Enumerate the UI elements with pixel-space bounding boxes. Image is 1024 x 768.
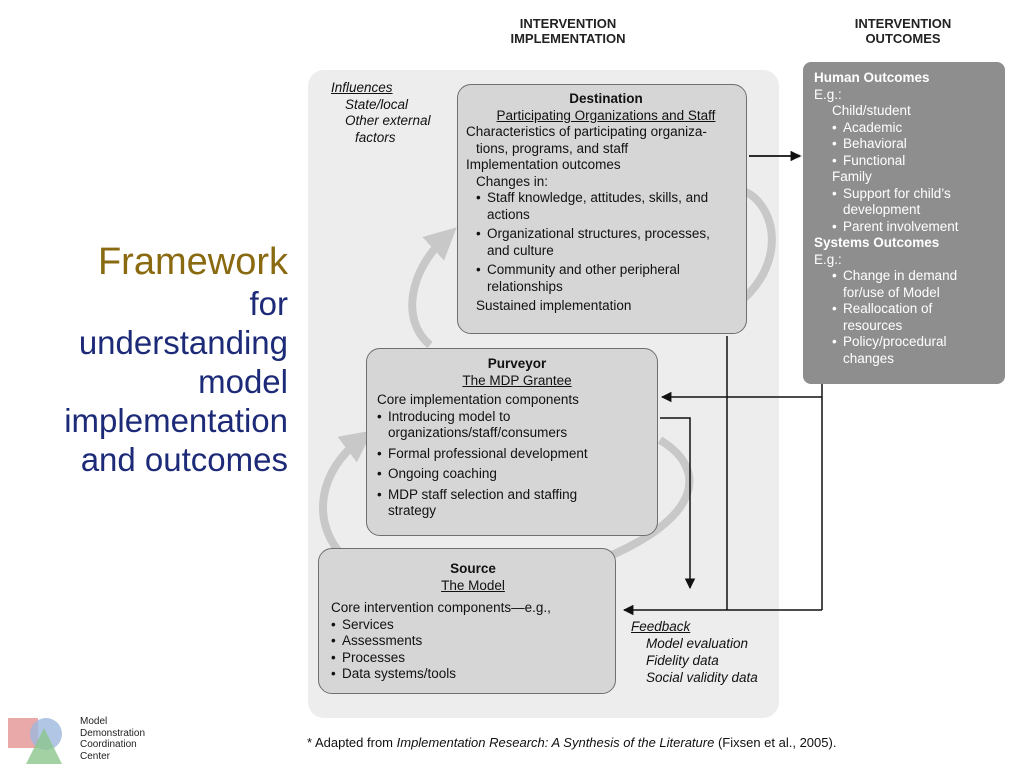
title-sub-4: implementation xyxy=(64,402,288,439)
source-bullet: •Processes xyxy=(331,649,406,665)
eg-label: E.g.: xyxy=(814,251,842,267)
implementation-header: INTERVENTION IMPLEMENTATION xyxy=(510,16,626,46)
destination-box: Destination Participating Organizations … xyxy=(457,84,747,334)
feedback-heading: Feedback xyxy=(631,619,691,634)
influences-block: Influences State/local Other external fa… xyxy=(331,80,431,146)
purveyor-bullet: •Formal professional development xyxy=(377,445,588,461)
influence-item: State/local xyxy=(345,96,409,112)
outcomes-box: Human Outcomes E.g.: Child/student •Acad… xyxy=(803,62,1005,384)
source-box: Source The Model Core intervention compo… xyxy=(318,548,616,694)
logo-text: Model Demonstration Coordination Center xyxy=(80,716,146,762)
destination-bullet: •Staff knowledge, attitudes, skills, and… xyxy=(476,190,709,222)
destination-line: Characteristics of participating organiz… xyxy=(466,124,707,139)
influence-item: factors xyxy=(355,129,396,145)
outcome-item: •Behavioral xyxy=(832,136,907,151)
family-label: Family xyxy=(832,169,872,184)
feedback-item: Model evaluation xyxy=(646,636,749,651)
purveyor-subtitle: The MDP Grantee xyxy=(462,372,572,388)
outcome-item: •Functional xyxy=(832,152,906,168)
slide-title: Framework for understanding model implem… xyxy=(0,240,288,479)
feedback-item: Social validity data xyxy=(646,670,758,685)
outcomes-header: INTERVENTION OUTCOMES xyxy=(854,16,952,46)
destination-line: Changes in: xyxy=(476,173,549,189)
mdcc-logo-icon xyxy=(8,718,62,764)
cycle-arrow-lower xyxy=(319,440,694,564)
purveyor-title: Purveyor xyxy=(487,356,547,371)
footnote: * Adapted from Implementation Research: … xyxy=(307,735,837,750)
influences-heading: Influences xyxy=(331,80,393,95)
destination-line: Implementation outcomes xyxy=(466,157,621,172)
feedback-block: Feedback Model evaluation Fidelity data … xyxy=(631,618,758,686)
destination-bullet: •Organizational structures, processes,an… xyxy=(476,226,710,258)
influence-item: Other external xyxy=(345,113,431,128)
human-outcomes-heading: Human Outcomes xyxy=(814,70,930,85)
purveyor-lead: Core implementation components xyxy=(377,392,579,407)
eg-label: E.g.: xyxy=(814,86,842,102)
destination-subtitle: Participating Organizations and Staff xyxy=(496,107,716,123)
purveyor-box: Purveyor The MDP Grantee Core implementa… xyxy=(366,348,658,536)
destination-line: tions, programs, and staff xyxy=(476,140,629,156)
source-title: Source xyxy=(450,561,496,576)
title-sub-1: for xyxy=(249,285,288,322)
feedback-item: Fidelity data xyxy=(646,653,719,668)
source-subtitle: The Model xyxy=(441,577,505,593)
title-sub-2: understanding xyxy=(78,324,288,361)
title-main: Framework xyxy=(97,241,288,283)
destination-last: Sustained implementation xyxy=(476,298,632,313)
source-bullet: •Services xyxy=(331,616,394,632)
source-bullet: •Assessments xyxy=(331,633,423,648)
source-lead: Core intervention components—e.g., xyxy=(331,600,551,615)
outcome-item: •Academic xyxy=(832,119,903,135)
child-label: Child/student xyxy=(832,103,911,118)
destination-title: Destination xyxy=(569,91,643,106)
outcome-item: •Parent involvement xyxy=(832,218,959,234)
title-sub-5: and outcomes xyxy=(80,441,288,478)
purveyor-bullet: •Ongoing coaching xyxy=(377,466,497,481)
source-bullet: •Data systems/tools xyxy=(331,666,457,681)
feedback-line-purveyor xyxy=(660,417,696,590)
title-sub-3: model xyxy=(198,363,288,400)
systems-outcomes-heading: Systems Outcomes xyxy=(814,235,940,250)
